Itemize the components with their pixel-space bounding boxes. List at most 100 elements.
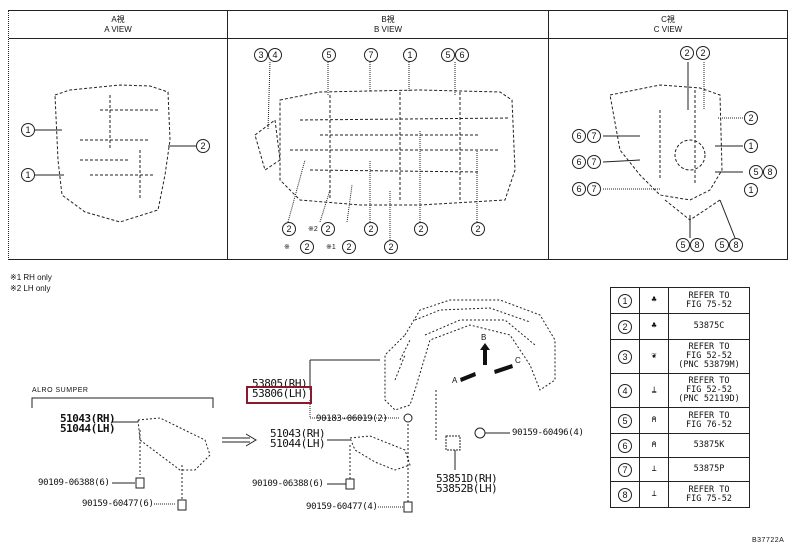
callout-c-1-right[interactable]: 1 bbox=[744, 139, 758, 153]
callout-c-8-bottom-b[interactable]: 8 bbox=[729, 238, 743, 252]
diagram-id: B37722A bbox=[752, 537, 785, 544]
nut-icon: ⍝ bbox=[639, 407, 669, 434]
arrow-label-b: B bbox=[481, 333, 487, 342]
nut-icon: ⍝ bbox=[639, 433, 669, 458]
callout-c-6-c[interactable]: 6 bbox=[572, 182, 586, 196]
a-view-title-jp: A視 bbox=[111, 15, 125, 24]
callout-c-7-c[interactable]: 7 bbox=[587, 182, 601, 196]
callout-b-2-f[interactable]: 2 bbox=[300, 240, 314, 254]
legend-row: 3 ❦ REFER TO FIG 52-52 (PNC 53879M) bbox=[610, 339, 750, 374]
callout-c-7-b[interactable]: 7 bbox=[587, 155, 601, 169]
legend-desc: 53875C bbox=[668, 313, 750, 340]
callout-c-6-a[interactable]: 6 bbox=[572, 129, 586, 143]
c-view-header: C視 C VIEW bbox=[549, 11, 787, 39]
part-53852b-lh[interactable]: 53852B(LH) bbox=[436, 482, 498, 495]
clip-icon: ♣ bbox=[639, 287, 669, 314]
center-bracket-drawing bbox=[349, 390, 437, 505]
left-bracket-drawing bbox=[137, 417, 211, 500]
legend-num: 6 bbox=[618, 438, 632, 453]
part-51044-lh[interactable]: 51044(LH) bbox=[270, 437, 326, 450]
callout-b-2-d[interactable]: 2 bbox=[414, 222, 428, 236]
legend-num: 4 bbox=[618, 383, 632, 398]
legend-num: 8 bbox=[618, 487, 632, 502]
callout-c-5-bottom-a[interactable]: 5 bbox=[676, 238, 690, 252]
legend-desc: REFER TO FIG 76-52 bbox=[668, 407, 750, 434]
callout-b-4[interactable]: 4 bbox=[268, 48, 282, 62]
callout-b-5[interactable]: 5 bbox=[322, 48, 336, 62]
callout-b-7[interactable]: 7 bbox=[364, 48, 378, 62]
part-53805-rh[interactable]: 53805(RH) bbox=[252, 377, 308, 390]
callout-c-6-b[interactable]: 6 bbox=[572, 155, 586, 169]
legend-row: 5 ⍝ REFER TO FIG 76-52 bbox=[610, 407, 750, 434]
legend-desc: 53875K bbox=[668, 433, 750, 458]
callout-c-8-right[interactable]: 8 bbox=[763, 165, 777, 179]
callout-b-2-h[interactable]: 2 bbox=[384, 240, 398, 254]
callout-b-3[interactable]: 3 bbox=[254, 48, 268, 62]
a-view-liner-drawing bbox=[54, 84, 171, 223]
clip-icon: ♣ bbox=[639, 313, 669, 340]
callout-c-1-right-b[interactable]: 1 bbox=[744, 183, 758, 197]
legend-row: 4 ⍊ REFER TO FIG 52-52 (PNC 52119D) bbox=[610, 373, 750, 408]
callout-a-2[interactable]: 2 bbox=[196, 139, 210, 153]
callout-b-6[interactable]: 6 bbox=[455, 48, 469, 62]
legend-row: 7 ⊥ 53875P bbox=[610, 457, 750, 482]
part-90183-06019[interactable]: 90183-06019(2) bbox=[316, 414, 388, 424]
part-90159-60477-left[interactable]: 90159-60477(6) bbox=[82, 499, 154, 509]
c-view-leaders bbox=[602, 62, 743, 239]
legend-row: 6 ⍝ 53875K bbox=[610, 433, 750, 458]
callout-b-note1-mark: ※1 bbox=[326, 244, 336, 251]
part-53806-lh[interactable]: 53806(LH) bbox=[252, 387, 308, 400]
fastener-glyphs bbox=[135, 413, 486, 513]
transition-arrow bbox=[222, 433, 257, 447]
b-view-liner-drawing bbox=[254, 89, 516, 206]
callout-c-2-top-b[interactable]: 2 bbox=[696, 46, 710, 60]
direction-arrows bbox=[460, 343, 513, 382]
callout-b-2-g[interactable]: 2 bbox=[342, 240, 356, 254]
callout-b-2-e[interactable]: 2 bbox=[471, 222, 485, 236]
seal-drawing bbox=[445, 435, 461, 451]
legend-num: 5 bbox=[618, 413, 632, 428]
callout-c-7-a[interactable]: 7 bbox=[587, 129, 601, 143]
callout-b-1[interactable]: 1 bbox=[403, 48, 417, 62]
legend-num: 2 bbox=[618, 319, 632, 334]
legend-desc: REFER TO FIG 52-52 (PNC 52119D) bbox=[668, 373, 750, 408]
callout-b-2-a[interactable]: 2 bbox=[282, 222, 296, 236]
legend-row: 8 ⊥ REFER TO FIG 75-52 bbox=[610, 481, 750, 508]
part-90109-06388[interactable]: 90109-06388(6) bbox=[252, 479, 324, 489]
callout-c-2-right[interactable]: 2 bbox=[744, 111, 758, 125]
part-90159-60477[interactable]: 90159-60477(4) bbox=[306, 502, 378, 512]
screw-icon: ⊥ bbox=[639, 457, 669, 482]
callout-c-5-right[interactable]: 5 bbox=[749, 165, 763, 179]
legend-desc: REFER TO FIG 52-52 (PNC 53879M) bbox=[668, 339, 750, 374]
part-51043-rh-left[interactable]: 51043(RH) bbox=[60, 412, 116, 425]
part-90109-06388-left[interactable]: 90109-06388(6) bbox=[38, 478, 110, 488]
part-90159-60496[interactable]: 90159-60496(4) bbox=[512, 428, 584, 438]
callout-c-8-bottom-a[interactable]: 8 bbox=[690, 238, 704, 252]
callout-c-5-bottom-b[interactable]: 5 bbox=[715, 238, 729, 252]
callout-b-2-b[interactable]: 2 bbox=[321, 222, 335, 236]
legend-row: 2 ♣ 53875C bbox=[610, 313, 750, 340]
callout-b-2-c[interactable]: 2 bbox=[364, 222, 378, 236]
a-view-title-en: A VIEW bbox=[104, 25, 132, 34]
part-51043-rh[interactable]: 51043(RH) bbox=[270, 427, 326, 440]
main-leaders bbox=[309, 359, 510, 508]
left-leaders bbox=[112, 421, 176, 505]
callout-a-1-lower[interactable]: 1 bbox=[21, 168, 35, 182]
a-view-panel: A視 A VIEW bbox=[8, 10, 228, 260]
b-view-title-en: B VIEW bbox=[373, 25, 402, 34]
pin-icon: ⍊ bbox=[639, 373, 669, 408]
arrow-label-c: C bbox=[515, 356, 521, 365]
note-lh-only: ※2 LH only bbox=[10, 284, 51, 293]
callout-a-1-upper[interactable]: 1 bbox=[21, 123, 35, 137]
part-51044-lh-left[interactable]: 51044(LH) bbox=[60, 422, 116, 435]
grommet-icon: ❦ bbox=[639, 339, 669, 374]
c-view-title-en: C VIEW bbox=[653, 25, 683, 34]
note-rh-only: ※1 RH only bbox=[10, 273, 52, 282]
group-label: ALRO SUMPER bbox=[32, 387, 89, 394]
callout-c-2-top-a[interactable]: 2 bbox=[680, 46, 694, 60]
callout-b-5b[interactable]: 5 bbox=[441, 48, 455, 62]
legend-desc: REFER TO FIG 75-52 bbox=[668, 481, 750, 508]
fastener-legend-table: 1 ♣ REFER TO FIG 75-52 2 ♣ 53875C 3 ❦ RE… bbox=[610, 287, 750, 508]
part-53851d-rh[interactable]: 53851D(RH) bbox=[436, 472, 498, 485]
